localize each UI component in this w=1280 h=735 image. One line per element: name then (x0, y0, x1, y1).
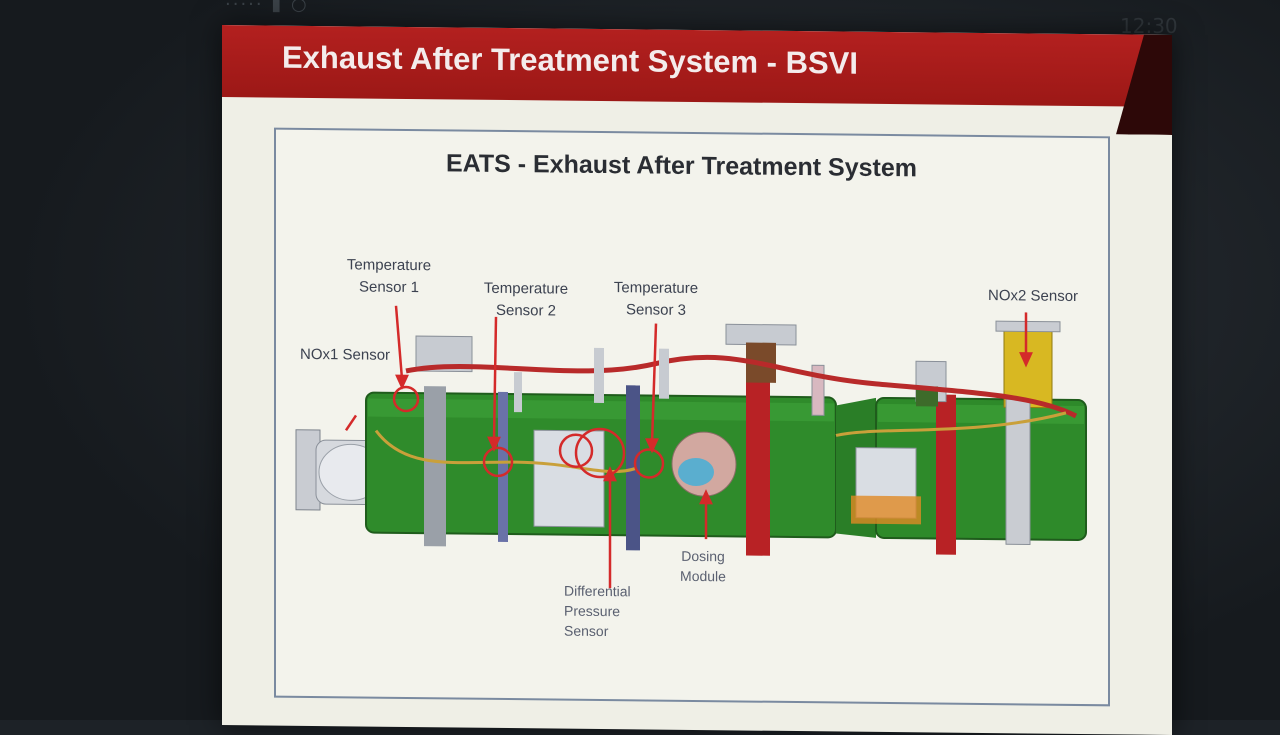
photo-status-bar-blur: ····· ▮ ○ (225, 0, 309, 15)
callout-circle-dp (558, 433, 594, 468)
outlet-pipe-icon (995, 320, 1061, 545)
presentation-slide: Exhaust After Treatment System - BSVI EA… (222, 25, 1172, 735)
slide-title: Exhaust After Treatment System - BSVI (282, 39, 858, 81)
mesh-band-icon (498, 391, 508, 543)
exhaust-body-icon (365, 391, 1087, 541)
label-temperature-sensor-1: Temperature Sensor 1 (346, 256, 432, 297)
callout-circle-temp1 (392, 385, 420, 413)
bracket-icon (725, 323, 797, 346)
label-nox2-sensor: NOx2 Sensor (988, 287, 1079, 305)
eats-diagram-illustration (295, 305, 1087, 589)
callout-circle-dp-outer (574, 427, 626, 479)
clamp-icon (424, 386, 446, 547)
clamp-icon (936, 394, 956, 555)
callout-circle-temp2 (482, 446, 514, 478)
label-temperature-sensor-2: Temperature Sensor 2 (483, 279, 569, 320)
wiring-harness-icon (405, 354, 1078, 419)
arrow-pointer-icons (344, 305, 1033, 589)
label-nox1-sensor: NOx1 Sensor (300, 345, 391, 364)
label-differential-pressure-sensor: Differential Pressure Sensor (564, 582, 631, 640)
label-temperature-sensor-3: Temperature Sensor 3 (613, 279, 699, 319)
dpf-sensor-block-icon (533, 429, 605, 528)
clamp-icon (746, 379, 770, 556)
label-dosing-module: Dosing Module (680, 547, 726, 585)
slide-header-bar: Exhaust After Treatment System - BSVI (222, 25, 1172, 107)
eats-diagram-frame: EATS - Exhaust After Treatment System (274, 127, 1110, 707)
callout-circle-temp3 (633, 448, 665, 479)
bracket-icon (415, 335, 473, 373)
